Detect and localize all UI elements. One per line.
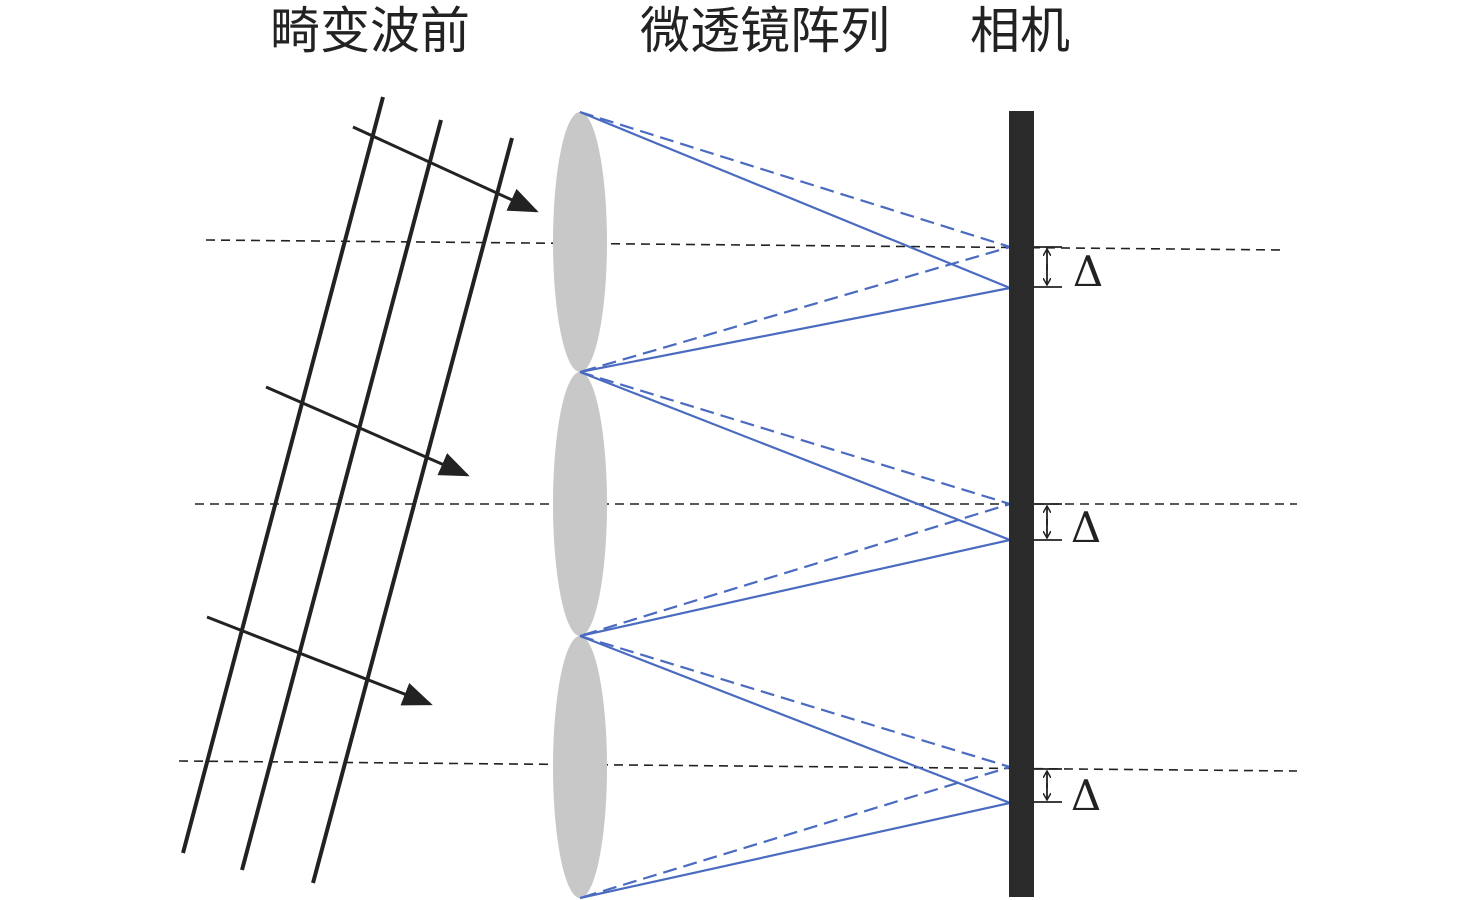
propagation-arrows [206,125,539,706]
optical-axes [178,239,1298,772]
microlens-1 [553,112,607,372]
microlens-array [553,112,607,898]
distorted-wavefronts [181,96,514,884]
displacement-markers [1034,246,1062,803]
microlens-2 [553,372,607,636]
arrow-icon [206,615,433,706]
microlens-3 [553,636,607,898]
ray-dashed-1 [579,110,1014,374]
delta-label-3: Δ [1071,771,1101,820]
focused-rays [579,110,1014,900]
delta-label-1: Δ [1073,247,1103,296]
optical-axis-1 [205,239,1284,251]
optical-axis-3 [178,760,1298,772]
camera-sensor [1009,111,1034,897]
wavefront-line-3 [311,137,514,884]
delta-label-2: Δ [1071,503,1101,552]
camera-label: 相机 [970,2,1070,60]
wavefront-line-2 [240,119,443,871]
lens-array-label: 微透镜阵列 [640,2,890,60]
arrow-icon [265,385,470,477]
ray-solid-1 [579,110,1014,374]
wavefront-line-1 [181,96,385,854]
reference-rays [579,110,1014,900]
wavefront-label: 畸变波前 [270,2,470,60]
arrow-icon [352,125,539,213]
